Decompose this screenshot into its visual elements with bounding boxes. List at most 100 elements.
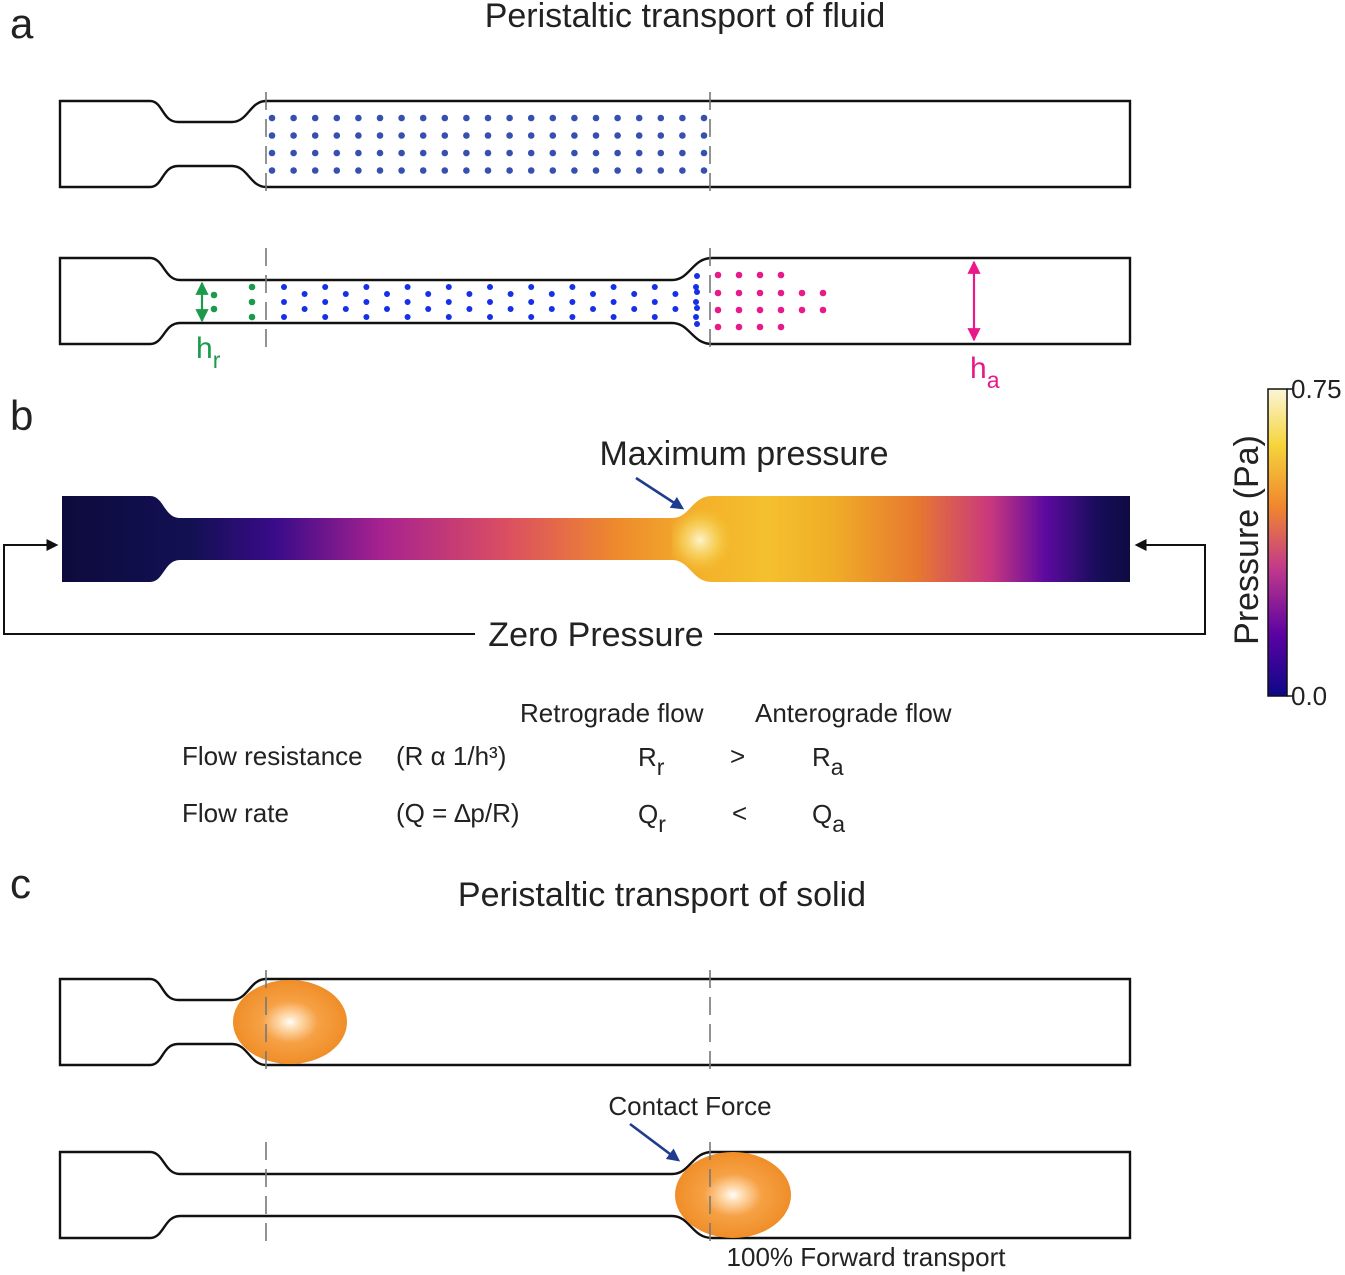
fluid-dot — [463, 114, 470, 122]
fluid-dot — [592, 149, 600, 157]
anterograde-dot — [735, 323, 743, 331]
label-hr-main: h — [196, 332, 213, 365]
anterograde-dot — [777, 306, 785, 314]
fluid-dot — [528, 284, 535, 290]
resistance-anterograde-main: R — [812, 742, 831, 772]
fluid-dot — [694, 289, 700, 295]
fluid-dot — [657, 149, 665, 157]
fluid-dot — [700, 167, 708, 174]
resistance-retrograde: Rr — [638, 742, 665, 780]
fluid-dot — [631, 291, 638, 297]
anterograde-dot — [714, 306, 722, 314]
rate-retrograde-sub: r — [658, 811, 666, 837]
solid-particle-c2 — [675, 1152, 791, 1238]
retrograde-header: Retrograde flow — [520, 698, 704, 728]
tube-c2-outline — [58, 1150, 1132, 1240]
fluid-dot — [590, 291, 596, 297]
zero-pressure-label: Zero Pressure — [488, 616, 703, 654]
fluid-dot — [384, 291, 390, 297]
fluid-dot — [527, 167, 535, 174]
fluid-dot — [445, 284, 452, 290]
fluid-dot — [694, 305, 700, 311]
fluid-dot — [651, 314, 658, 320]
fluid-dot — [322, 314, 329, 320]
fluid-dot — [549, 149, 557, 157]
fluid-dot — [281, 299, 287, 305]
fluid-dot — [281, 284, 287, 290]
tube-a1-outline — [58, 99, 1132, 189]
fluid-dot-grid-a1 — [268, 114, 708, 174]
flow-resistance-label: Flow resistance — [182, 741, 363, 771]
flow-resistance-formula: (R α 1/h³) — [396, 741, 506, 771]
panel-a-title: Peristaltic transport of fluid — [485, 0, 886, 35]
fluid-dot — [506, 149, 513, 157]
fluid-dot — [506, 167, 513, 174]
anterograde-dot — [756, 289, 764, 297]
fluid-dot — [311, 132, 319, 139]
contact-force-arrow — [629, 1122, 681, 1162]
fluid-dot — [441, 132, 449, 139]
fluid-dot — [614, 114, 621, 122]
fluid-dot — [548, 291, 555, 297]
fluid-dot — [693, 284, 699, 290]
fluid-dot — [651, 299, 658, 305]
fluid-dot — [610, 299, 617, 305]
fluid-dot — [635, 167, 643, 174]
anterograde-header: Anterograde flow — [755, 698, 952, 728]
zero-pressure-loop-left — [3, 539, 475, 635]
fluid-dot — [527, 132, 535, 139]
anterograde-dot — [756, 306, 764, 314]
fluid-dot — [571, 149, 578, 157]
fluid-dot — [484, 167, 492, 174]
fluid-dot — [333, 114, 341, 122]
anterograde-dot — [735, 306, 743, 314]
fluid-dot — [657, 167, 665, 174]
fluid-dot — [404, 314, 411, 320]
fluid-dot — [507, 306, 514, 312]
fluid-dot — [487, 284, 493, 290]
fluid-dot — [693, 314, 699, 320]
fluid-dot — [355, 132, 362, 139]
fluid-dot — [425, 291, 432, 297]
max-pressure-label: Maximum pressure — [599, 435, 888, 473]
fluid-dot — [657, 114, 665, 122]
panel-a-letter: a — [10, 0, 34, 47]
fluid-dot — [355, 114, 362, 122]
fluid-dot — [342, 306, 349, 312]
fluid-dot — [419, 149, 427, 157]
fluid-dot — [614, 167, 621, 174]
fluid-dot — [445, 299, 452, 305]
fluid-dot — [571, 114, 578, 122]
colorbar-axis-label: Pressure (Pa) — [1228, 435, 1266, 645]
fluid-dot — [384, 306, 390, 312]
anterograde-dot — [777, 289, 785, 297]
fluid-dot — [301, 306, 308, 312]
panel-c-title: Peristaltic transport of solid — [458, 876, 866, 914]
fluid-dot — [268, 149, 276, 157]
fluid-dot — [571, 167, 578, 174]
fluid-dot — [342, 291, 349, 297]
fluid-dot — [679, 167, 686, 174]
label-hr-sub: r — [213, 347, 221, 373]
forward-transport-label: 100% Forward transport — [727, 1242, 1007, 1272]
resistance-operator: > — [730, 741, 745, 771]
flow-rate-formula: (Q = ∆p/R) — [396, 798, 520, 828]
pressure-field-tube — [62, 496, 1130, 582]
colorbar-min-label: 0.0 — [1291, 681, 1327, 711]
fluid-dot — [398, 149, 405, 157]
anterograde-dot — [798, 289, 806, 297]
fluid-dot — [651, 284, 658, 290]
rate-anterograde: Qa — [812, 799, 845, 837]
fluid-dot — [610, 284, 617, 290]
fluid-dot — [281, 314, 287, 320]
fluid-dot — [376, 132, 384, 139]
fluid-dot — [484, 149, 492, 157]
fluid-dot — [592, 132, 600, 139]
resistance-retrograde-sub: r — [657, 754, 665, 780]
resistance-anterograde: Ra — [812, 742, 844, 780]
fluid-dot — [506, 114, 513, 122]
fluid-dot — [333, 167, 341, 174]
label-ha: ha — [970, 352, 1000, 393]
fluid-dot — [311, 149, 319, 157]
fluid-dot — [693, 299, 699, 305]
